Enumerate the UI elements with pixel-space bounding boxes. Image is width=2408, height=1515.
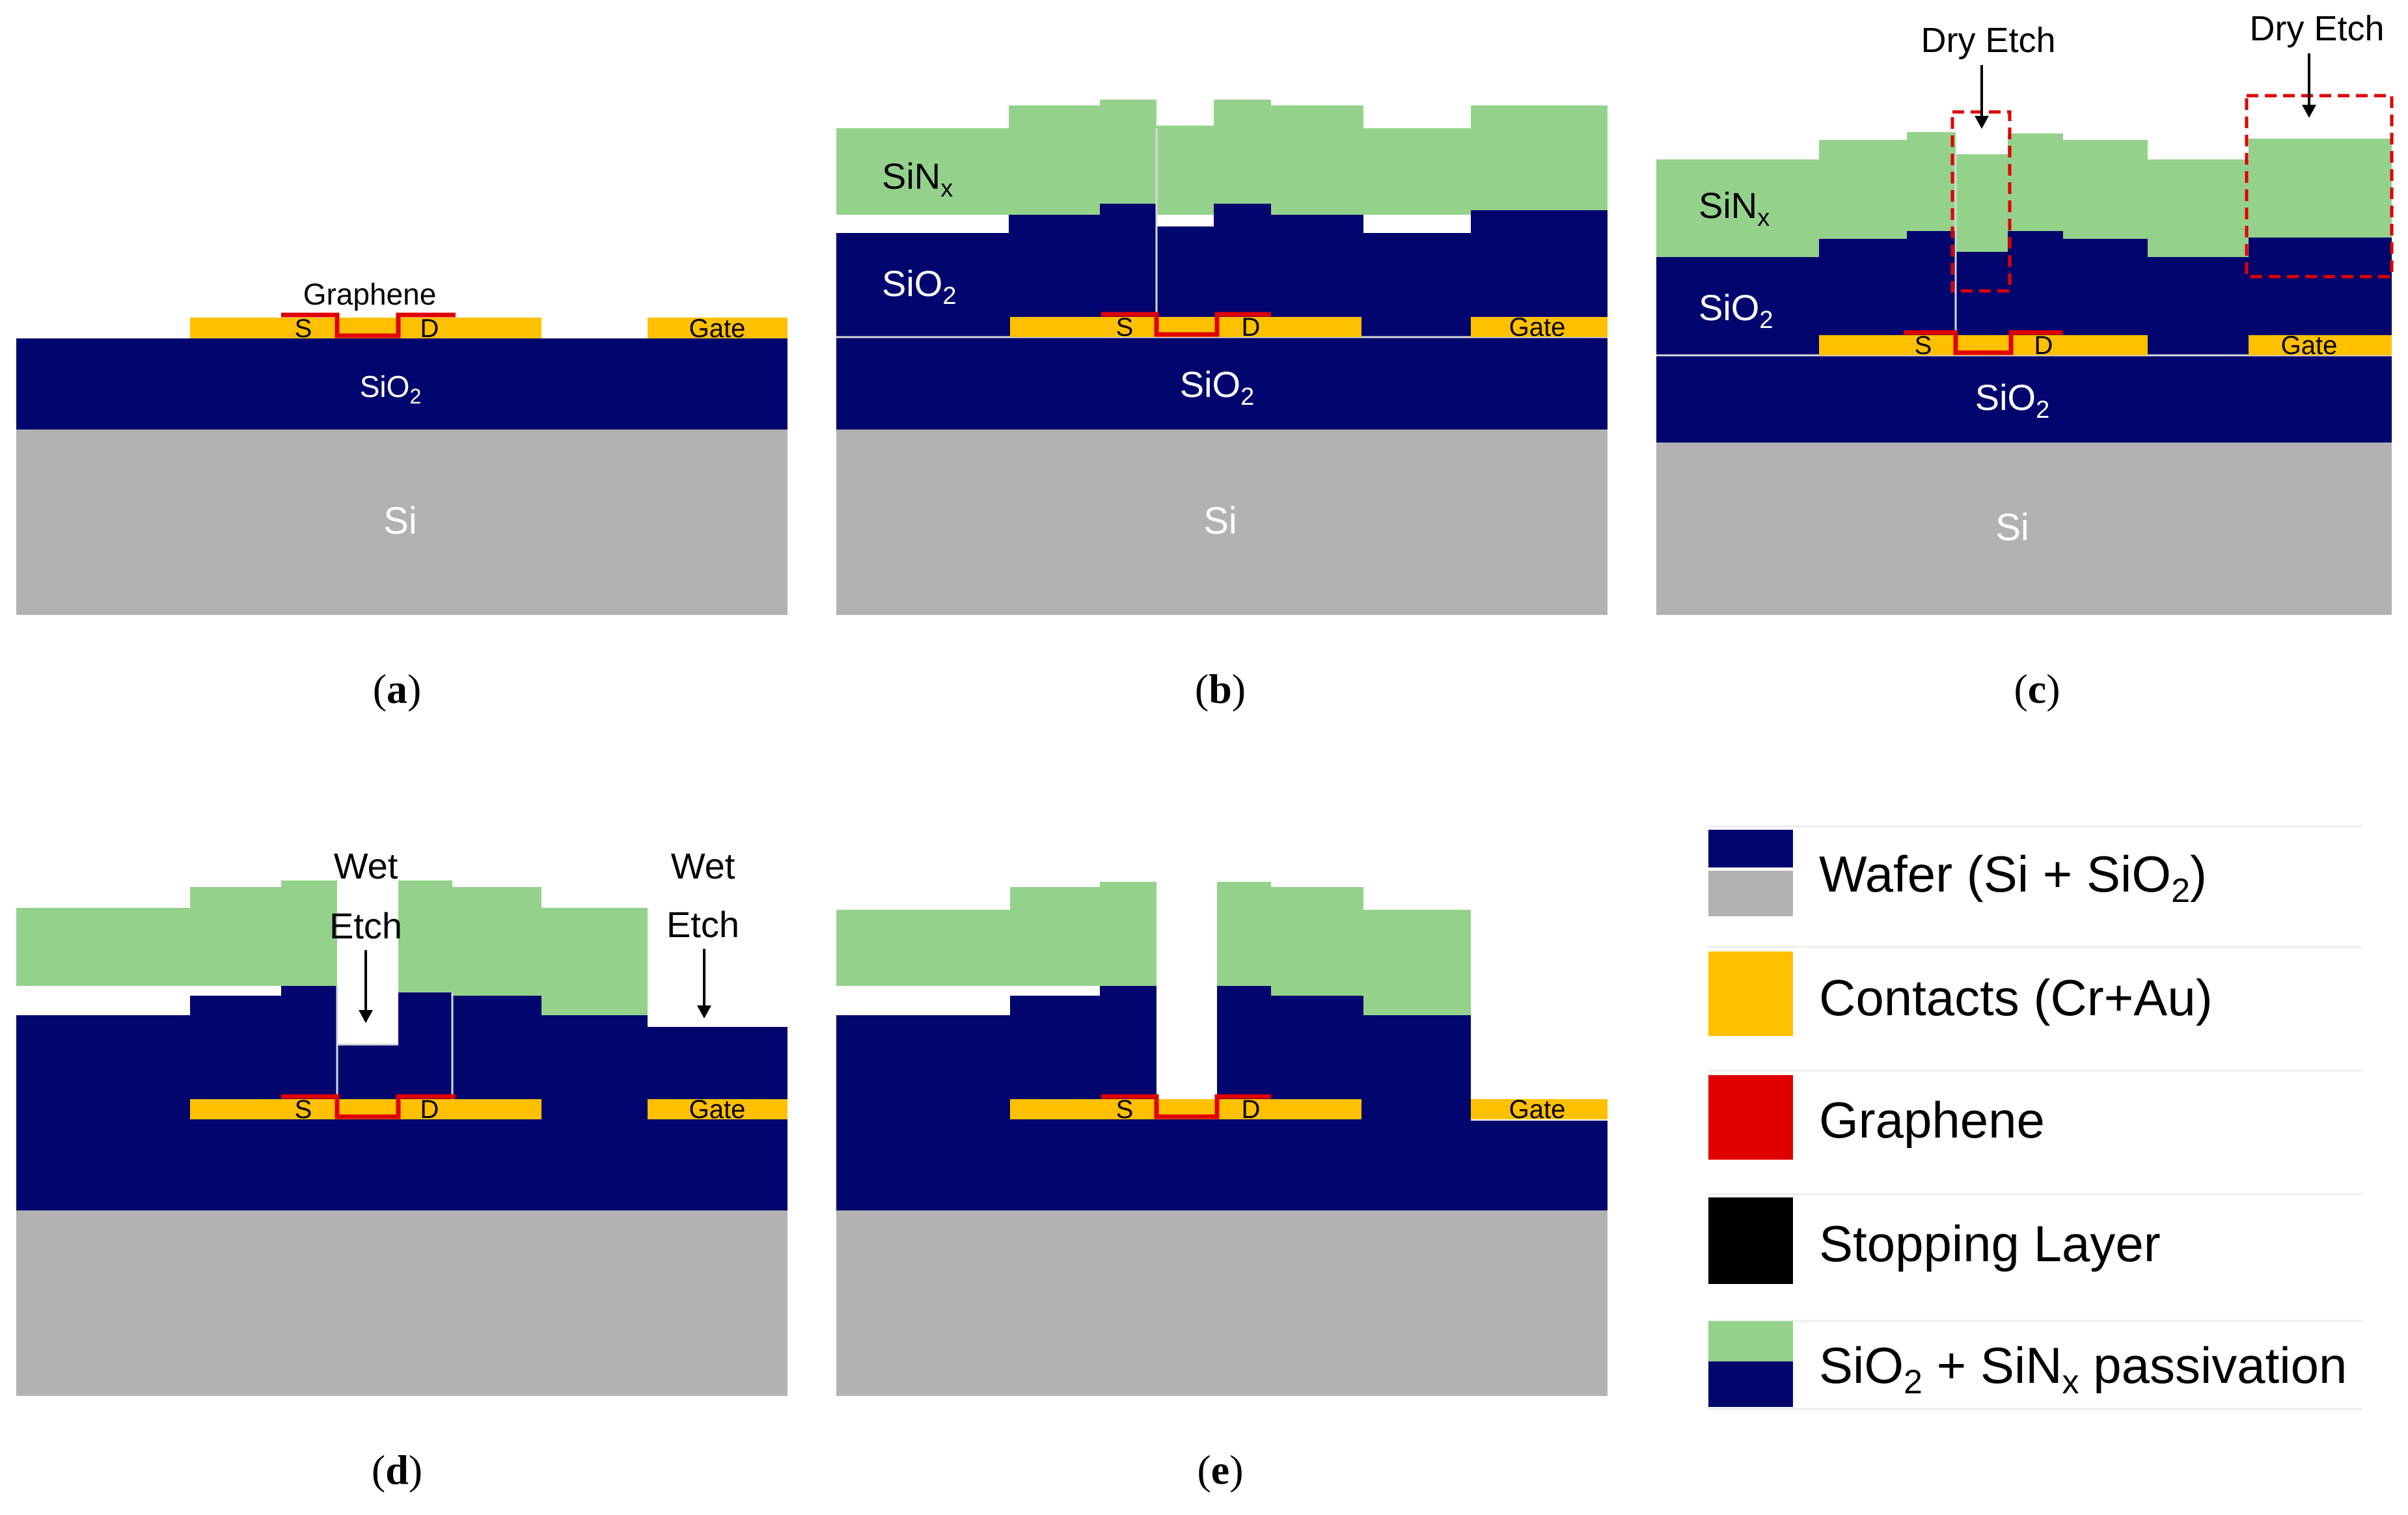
nitride-label: SiNx (882, 156, 953, 202)
oxide-label: SiO2 (1180, 364, 1255, 411)
arrow-head-icon (359, 1010, 373, 1023)
si-substrate (16, 1210, 787, 1396)
panel-d: S D Gate Wet Etch Wet Etch (16, 845, 787, 1396)
panel-b: S D Gate SiNx SiO2 SiO2 Si (836, 100, 1608, 615)
caption-e: (e) (1197, 1447, 1243, 1493)
sio2-bottom-layer (836, 336, 1608, 430)
legend-wafer-text: Wafer (Si + SiO2) (1819, 845, 2207, 910)
sinx-layer (1656, 132, 2392, 257)
si-substrate (1656, 443, 2392, 615)
gate-contact (1471, 1099, 1608, 1119)
graphene-channel (281, 312, 456, 338)
panel-a: S D Gate Graphene SiO2 Si (16, 277, 787, 615)
gate-contact (648, 1099, 787, 1119)
source-label: S (1915, 331, 1932, 360)
legend-stopping-text: Stopping Layer (1819, 1215, 2161, 1272)
graphene-channel (1904, 330, 2063, 355)
source-label: S (295, 1095, 312, 1124)
dry-etch-label: Dry Etch (1921, 21, 2055, 60)
wet-etch-label: Etch (666, 904, 739, 945)
legend-graphene-text: Graphene (1819, 1091, 2045, 1149)
gate-contact (1471, 317, 1608, 337)
graphene-label: Graphene (303, 277, 437, 311)
sio2-bottom-layer (1656, 355, 2392, 443)
contacts-swatch (1708, 951, 1793, 1036)
sinx-layer (836, 100, 1608, 215)
sinx-layer (836, 882, 1156, 986)
arrow-head-icon (697, 1005, 711, 1018)
gate-label: Gate (689, 1095, 746, 1124)
arrow-head-icon (2302, 105, 2316, 118)
wet-etch-label: Wet (334, 845, 398, 886)
si-substrate (836, 430, 1608, 615)
sinx-layer (16, 880, 337, 986)
wafer-swatch-oxide (1708, 830, 1793, 867)
legend: Wafer (Si + SiO2) Contacts (Cr+Au) Graph… (1708, 825, 2362, 1410)
sinx-layer-right (1217, 882, 1471, 1015)
caption-c: (c) (2014, 666, 2060, 712)
stopping-layer-swatch (1708, 1197, 1793, 1284)
substrate-label: Si (383, 500, 417, 542)
oxide-label: SiO2 (360, 370, 421, 408)
source-label: S (1116, 1095, 1134, 1124)
source-label: S (295, 314, 312, 343)
drain-label: D (2034, 331, 2053, 360)
sio2-layer (16, 338, 787, 430)
si-substrate (836, 1210, 1608, 1396)
gate-label: Gate (689, 314, 746, 343)
source-label: S (1116, 313, 1134, 342)
passivation-swatch-sio2 (1708, 1361, 1793, 1407)
graphene-channel (1101, 312, 1271, 337)
si-substrate (16, 430, 787, 615)
legend-contacts-text: Contacts (Cr+Au) (1819, 969, 2213, 1026)
wet-etch-label: Etch (329, 905, 402, 946)
caption-d: (d) (372, 1447, 422, 1493)
sio2-top-layer-right (1156, 204, 1608, 336)
caption-a: (a) (373, 666, 422, 712)
drain-label: D (1242, 313, 1261, 342)
passivation-swatch-sinx (1708, 1321, 1793, 1361)
arrow-head-icon (1975, 116, 1989, 129)
oxide-label: SiO2 (1975, 377, 2050, 424)
gate-contact (648, 318, 787, 338)
top-oxide-label: SiO2 (882, 263, 957, 310)
graphene-channel (1101, 1094, 1271, 1119)
drain-label: D (420, 1095, 439, 1124)
caption-b: (b) (1195, 666, 1246, 712)
panel-c: S D Gate Dry Etch Dry Etch SiNx SiO2 SiO… (1656, 9, 2394, 615)
gate-contact (2249, 335, 2392, 355)
wet-etch-label: Wet (671, 845, 735, 886)
gate-label: Gate (1509, 1095, 1566, 1124)
sio2-top-layer (1656, 231, 2392, 355)
gate-label: Gate (2281, 331, 2338, 360)
gate-label: Gate (1509, 313, 1566, 342)
sio2-top-layer (836, 204, 1156, 336)
dry-etch-label: Dry Etch (2249, 9, 2384, 48)
panel-e: S D Gate (836, 882, 1608, 1396)
top-oxide-label: SiO2 (1699, 287, 1773, 334)
substrate-label: Si (1203, 500, 1237, 542)
graphene-channel (281, 1094, 456, 1119)
legend-passivation-text: SiO2 + SiNx passivation (1819, 1337, 2347, 1401)
wafer-swatch-si (1708, 871, 1793, 916)
substrate-label: Si (1995, 506, 2029, 549)
drain-label: D (1242, 1095, 1261, 1124)
graphene-swatch (1708, 1075, 1793, 1160)
sinx-layer-right (398, 880, 648, 1015)
nitride-label: SiNx (1699, 185, 1770, 232)
drain-label: D (420, 314, 439, 343)
